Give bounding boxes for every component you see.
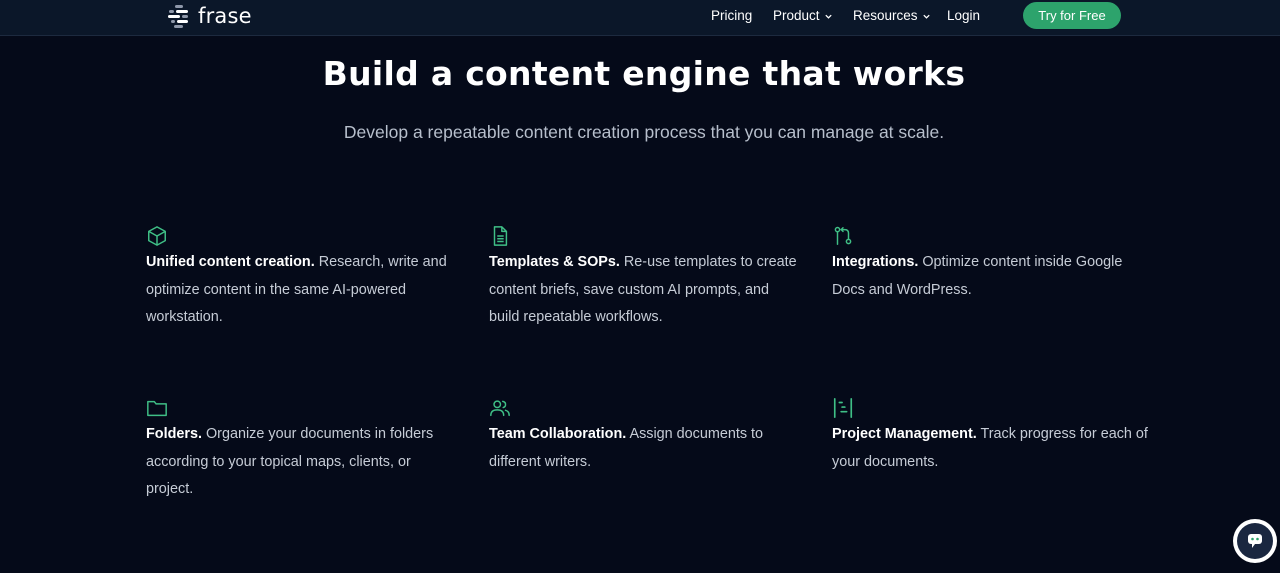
nav-product-dropdown[interactable]: Product [773, 8, 833, 23]
feature-description: Folders. Organize your documents in fold… [146, 421, 456, 504]
nav-resources-dropdown[interactable]: Resources [853, 8, 931, 23]
feature-title: Unified content creation. [146, 254, 315, 270]
feature-title: Project Management. [832, 426, 977, 442]
nav-login-label: Login [947, 8, 981, 23]
feature-description: Integrations. Optimize content inside Go… [832, 249, 1152, 304]
feature-body: Research, write and optimize content in … [146, 254, 447, 325]
chevron-down-icon [824, 14, 832, 19]
feature-body: Assign documents to different writers. [489, 426, 764, 470]
feature-project-management: Project Management. Track progress for e… [832, 397, 1152, 476]
frase-logo-icon [168, 5, 188, 28]
feature-body: Re-use templates to create content brief… [489, 254, 797, 325]
nav-login-link[interactable]: Login [947, 8, 980, 23]
nav-product-label: Product [773, 8, 820, 23]
chat-bot-icon [1248, 534, 1262, 548]
cube-icon [148, 226, 166, 246]
feature-team-collaboration: Team Collaboration. Assign documents to … [489, 397, 799, 476]
feature-templates-sops: Templates & SOPs. Re-use templates to cr… [489, 225, 799, 332]
users-icon [490, 400, 510, 417]
feature-integrations: Integrations. Optimize content inside Go… [832, 225, 1152, 304]
chat-widget-button[interactable] [1233, 519, 1277, 563]
nav-pricing-label: Pricing [711, 8, 753, 23]
folder-icon [147, 400, 167, 417]
nav-resources-label: Resources [853, 8, 918, 23]
chevron-down-icon [922, 14, 930, 19]
feature-body: Optimize content inside Google Docs and … [832, 254, 1123, 298]
feature-description: Team Collaboration. Assign documents to … [489, 421, 799, 476]
hero-subtitle: Develop a repeatable content creation pr… [343, 122, 945, 142]
brand-name: frase [198, 4, 252, 28]
feature-unified-content-creation: Unified content creation. Research, writ… [146, 225, 456, 332]
feature-title: Templates & SOPs. [489, 254, 620, 270]
kanban-icon [833, 398, 853, 418]
try-for-free-button[interactable]: Try for Free [1023, 2, 1121, 29]
chat-widget-inner [1237, 523, 1273, 559]
git-branch-icon [834, 226, 852, 245]
feature-title: Team Collaboration. [489, 426, 627, 442]
feature-title: Folders. [146, 426, 202, 442]
nav-pricing-link[interactable]: Pricing [711, 8, 752, 23]
hero-title: Build a content engine that works [322, 54, 966, 93]
feature-description: Unified content creation. Research, writ… [146, 249, 456, 332]
feature-body: Track progress for each of your document… [832, 426, 1148, 470]
feature-description: Project Management. Track progress for e… [832, 421, 1152, 476]
top-navigation-bar: frase Pricing Product Resources Login Tr… [0, 0, 1280, 36]
feature-title: Integrations. [832, 254, 919, 270]
feature-body: Organize your documents in folders accor… [146, 426, 434, 497]
feature-folders: Folders. Organize your documents in fold… [146, 397, 456, 504]
feature-description: Templates & SOPs. Re-use templates to cr… [489, 249, 799, 332]
document-icon [493, 226, 508, 246]
frase-logo[interactable]: frase [166, 2, 252, 30]
